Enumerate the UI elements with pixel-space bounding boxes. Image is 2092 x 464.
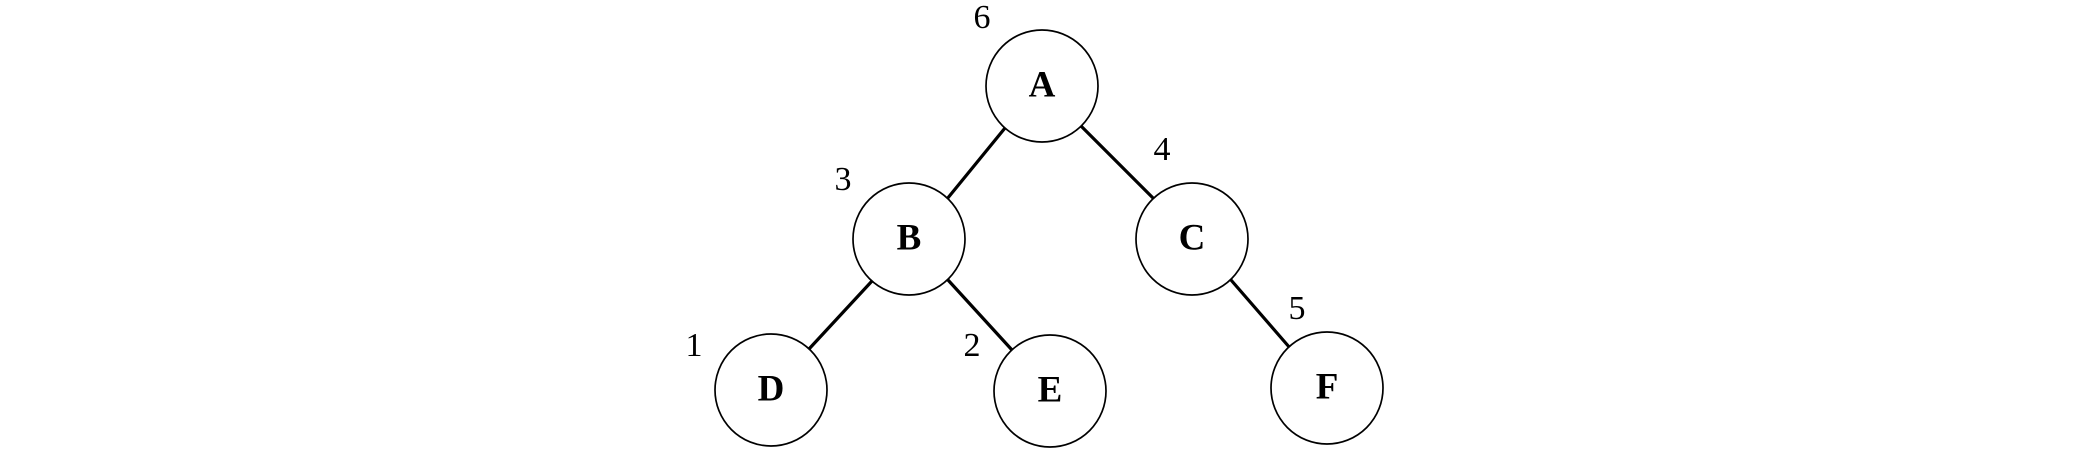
node-F-circle[interactable] [1270,331,1384,445]
edges-group [807,124,1292,352]
edge-weight-A-C: 4 [1154,131,1171,168]
edge-C-F [1229,278,1292,350]
node-E-label: E [1038,369,1063,410]
edge-B-E [946,278,1014,352]
edge-weight-B-E: 2 [964,327,981,364]
node-D-circle[interactable] [714,333,828,447]
node-C-circle[interactable] [1135,182,1249,296]
edge-weight-A-B: 3 [835,161,852,198]
node-E[interactable]: E [993,334,1107,448]
node-B[interactable]: B [852,182,966,296]
edge-B-D [807,279,874,351]
node-B-label: B [897,217,922,258]
root-weight-A: 6 [974,0,991,36]
edge-A-C [1079,124,1157,202]
node-F[interactable]: F [1270,331,1384,445]
node-B-circle[interactable] [852,182,966,296]
node-A[interactable]: A [985,29,1099,143]
node-D-label: D [758,368,785,409]
node-A-circle[interactable] [985,29,1099,143]
node-E-circle[interactable] [993,334,1107,448]
nodes-group: A B C D E F [714,29,1384,448]
edge-weights-group: 6 3 4 1 2 5 [686,0,1306,364]
edge-weight-C-F: 5 [1289,290,1306,327]
node-C-label: C [1179,217,1206,258]
node-C[interactable]: C [1135,182,1249,296]
node-A-label: A [1029,64,1056,105]
edge-weight-B-D: 1 [686,327,703,364]
node-F-label: F [1316,366,1339,407]
node-D[interactable]: D [714,333,828,447]
edge-A-B [945,126,1007,201]
